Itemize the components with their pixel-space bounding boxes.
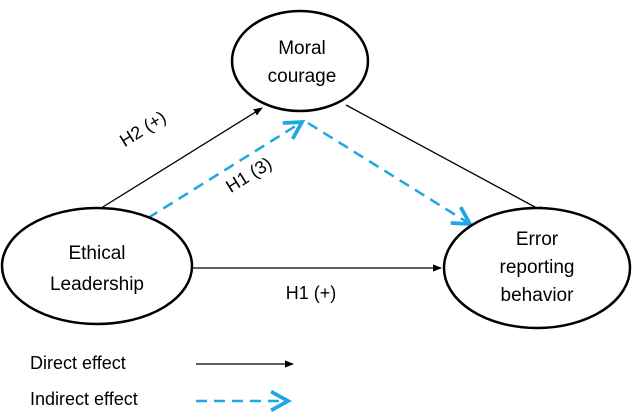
legend: Direct effect Indirect effect	[30, 353, 294, 409]
edge-label-h1-direct: H1 (+)	[286, 283, 337, 303]
node-ethical-leadership: Ethical Leadership	[0, 206, 194, 326]
legend-indirect-label: Indirect effect	[30, 389, 138, 409]
node-moral-courage-line-2: courage	[268, 66, 337, 87]
edge-label-h2: H2 (+)	[116, 107, 169, 151]
edge-label-h1-indirect: H1 (3)	[222, 153, 275, 196]
node-moral-courage: Moral courage	[230, 9, 370, 113]
edge-courage-to-error-reporting	[345, 104, 547, 214]
node-moral-courage-line-1: Moral	[278, 38, 326, 59]
node-error-reporting-behavior: Error reporting behavior	[442, 206, 632, 330]
node-ethical-leadership-line-1: Ethical	[68, 243, 125, 264]
edge-indirect-leadership-to-courage	[147, 122, 302, 220]
node-error-reporting-line-2: reporting	[500, 257, 575, 278]
node-error-reporting-line-3: behavior	[501, 285, 575, 306]
legend-direct-label: Direct effect	[30, 353, 126, 373]
node-ethical-leadership-line-2: Leadership	[50, 274, 144, 295]
node-error-reporting-line-1: Error	[516, 229, 559, 250]
edge-indirect-courage-to-error-reporting	[307, 121, 470, 224]
edge-h2-leadership-to-courage	[97, 107, 263, 211]
